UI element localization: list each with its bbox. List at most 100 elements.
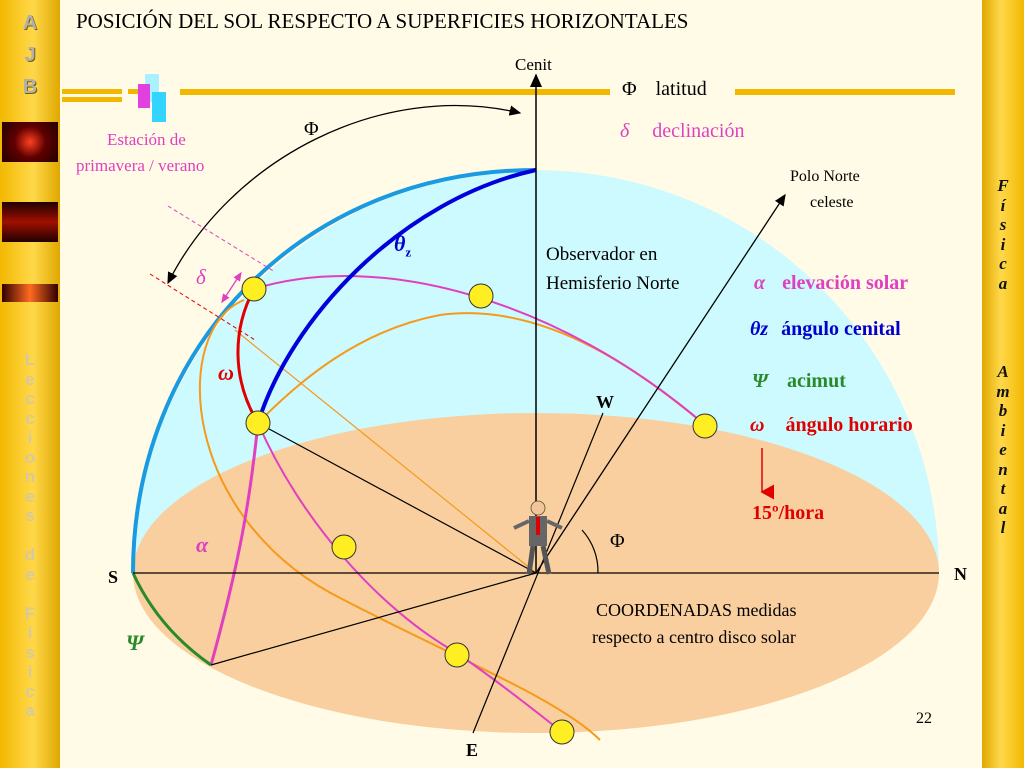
initial-j: J bbox=[24, 44, 36, 66]
legend-declination-symbol: δ bbox=[620, 120, 630, 142]
sidebar-letter: n bbox=[24, 467, 36, 486]
sidebar-letter: s bbox=[999, 215, 1007, 234]
sun-path-alpha bbox=[209, 422, 260, 666]
legend-latitude: Φ latitud bbox=[622, 78, 707, 101]
sidebar-letter: i bbox=[27, 428, 33, 447]
coordinates-note-line2: respecto a centro disco solar bbox=[592, 627, 796, 647]
sun-marker-5 bbox=[331, 534, 357, 560]
legend-azimuth: Ψ acimut bbox=[752, 370, 846, 393]
legend-elevation-label: elevación solar bbox=[782, 272, 909, 294]
sun-ray-line bbox=[257, 422, 537, 574]
legend-elevation: α elevación solar bbox=[754, 272, 908, 295]
hour-rate-label: 15º/hora bbox=[752, 502, 825, 524]
sidebar-letter: a bbox=[998, 273, 1008, 293]
psi-symbol: Ψ bbox=[126, 630, 144, 655]
sidebar-letter: F bbox=[997, 176, 1009, 195]
deco-block-blue bbox=[152, 92, 166, 122]
latitude-angle-arc bbox=[581, 529, 599, 574]
legend-hour-angle: ω ángulo horario bbox=[750, 414, 913, 437]
thumbnail-image-1 bbox=[2, 122, 58, 162]
sidebar-letter: c bbox=[25, 389, 35, 408]
sidebar-letter: o bbox=[24, 447, 36, 467]
sidebar-letter: m bbox=[996, 381, 1010, 401]
delta-symbol: δ bbox=[196, 265, 206, 289]
legend-hour-angle-symbol: ω bbox=[750, 414, 765, 436]
sidebar-letter: e bbox=[25, 369, 35, 389]
sidebar-letter: c bbox=[25, 681, 35, 701]
sidebar-letter: b bbox=[998, 401, 1008, 420]
thumbnail-image-3 bbox=[2, 284, 58, 302]
legend-elevation-symbol: α bbox=[754, 272, 766, 294]
deco-bar-left-2 bbox=[62, 97, 122, 102]
equinox-path-lower bbox=[198, 299, 601, 741]
sidebar-letter: í bbox=[27, 623, 33, 642]
latitude-arc-arrow bbox=[167, 104, 522, 285]
point-west: W bbox=[596, 392, 614, 412]
observer-tie bbox=[536, 517, 540, 535]
observer-arm-right bbox=[546, 519, 563, 530]
sun-projection-line bbox=[210, 572, 537, 666]
sidebar-letter: e bbox=[25, 564, 35, 584]
delta-arrow bbox=[221, 271, 242, 304]
initial-a: A bbox=[22, 12, 38, 34]
slide-title: POSICIÓN DEL SOL RESPECTO A SUPERFICIES … bbox=[76, 9, 689, 33]
observer-arm-left bbox=[513, 519, 530, 530]
sun-marker-1 bbox=[241, 276, 267, 302]
sidebar-letter: a bbox=[998, 498, 1008, 518]
legend-declination: δ declinación bbox=[620, 120, 744, 143]
omega-arc bbox=[236, 288, 260, 424]
sidebar-letter: A bbox=[997, 362, 1009, 381]
sidebar-letter: s bbox=[25, 642, 35, 662]
legend-azimuth-symbol: Ψ bbox=[752, 370, 768, 392]
point-north: N bbox=[954, 564, 967, 584]
theta-z-symbol: θz bbox=[394, 231, 411, 260]
deco-block-magenta bbox=[138, 84, 150, 108]
theta-subscript: z bbox=[405, 244, 412, 260]
delta-guide-pink bbox=[167, 205, 276, 273]
sun-path-lower bbox=[257, 422, 563, 733]
sidebar-letter: s bbox=[25, 506, 35, 525]
legend-latitude-symbol: Φ bbox=[622, 78, 637, 100]
zenith-label: Cenit bbox=[515, 55, 552, 74]
sidebar-letter: L bbox=[24, 350, 36, 369]
deco-bar-long bbox=[180, 89, 610, 95]
sun-marker-6 bbox=[444, 642, 470, 668]
polar-axis bbox=[535, 193, 786, 574]
right-sidebar bbox=[982, 0, 1024, 768]
equinox-axis-line bbox=[234, 329, 537, 574]
sidebar-letter: n bbox=[998, 459, 1008, 479]
sidebar-letter: í bbox=[1000, 195, 1006, 215]
coordinates-note-line1: COORDENADAS medidas bbox=[596, 600, 797, 620]
observer-leg-left bbox=[526, 545, 536, 575]
sidebar-letter: l bbox=[1000, 518, 1006, 537]
sidebar-letter: i bbox=[27, 662, 33, 681]
sidebar-letter: d bbox=[24, 545, 36, 564]
sun-marker-7 bbox=[549, 719, 575, 745]
point-south: S bbox=[108, 567, 119, 587]
observer-label-line1: Observador en bbox=[546, 244, 658, 265]
legend-latitude-label: latitud bbox=[655, 78, 707, 100]
latitude-angle-symbol: Φ bbox=[610, 530, 625, 552]
sun-markers bbox=[241, 276, 718, 745]
point-east: E bbox=[466, 740, 479, 760]
alpha-symbol: α bbox=[196, 532, 209, 557]
legend-hour-angle-label: ángulo horario bbox=[785, 414, 913, 436]
latitude-arc-symbol: Φ bbox=[304, 118, 319, 140]
page-number: 22 bbox=[916, 710, 932, 727]
sidebar-letter: i bbox=[1000, 234, 1006, 254]
theta-symbol: θ bbox=[394, 231, 406, 256]
sun-marker-4 bbox=[245, 410, 271, 436]
north-pole-label-line1: Polo Norte bbox=[790, 168, 860, 185]
omega-symbol: ω bbox=[218, 360, 234, 385]
deco-bar-left-1 bbox=[62, 89, 122, 94]
sidebar-letter: t bbox=[1000, 479, 1006, 498]
observer-label-line2: Hemisferio Norte bbox=[546, 273, 680, 294]
legend-azimuth-label: acimut bbox=[787, 370, 846, 392]
azimuth-arc bbox=[131, 572, 212, 667]
sidebar-letter: c bbox=[999, 254, 1007, 273]
legend-zenith-angle-symbol: θz bbox=[750, 318, 769, 340]
